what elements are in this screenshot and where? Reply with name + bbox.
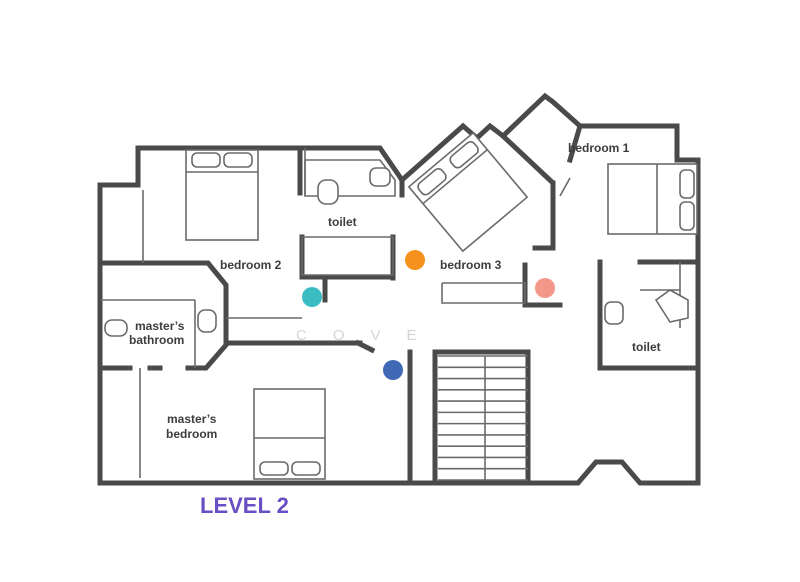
bed-bedroom-1 bbox=[607, 163, 698, 235]
marker-orange[interactable] bbox=[405, 250, 425, 270]
bed-bedroom-3 bbox=[407, 131, 529, 253]
room-label-masters-bathroom-line2: bathroom bbox=[129, 333, 184, 347]
room-label-masters-bedroom-line1: master’s bbox=[167, 412, 217, 426]
marker-blue[interactable] bbox=[383, 360, 403, 380]
level-label: LEVEL 2 bbox=[200, 493, 289, 518]
room-label-bedroom-1: bedroom 1 bbox=[568, 141, 630, 155]
staircase bbox=[438, 355, 528, 481]
room-label-toilet-2: toilet bbox=[632, 340, 661, 354]
room-label-toilet-1: toilet bbox=[328, 215, 357, 229]
bed-bedroom-2 bbox=[185, 149, 259, 241]
watermark: COVE bbox=[296, 327, 443, 344]
sink-bathroom bbox=[104, 309, 217, 337]
marker-salmon[interactable] bbox=[535, 278, 555, 298]
toilet-fixture-2 bbox=[604, 289, 689, 325]
room-label-masters-bathroom-line1: master’s bbox=[135, 319, 185, 333]
room-label-masters-bedroom-line2: bedroom bbox=[166, 427, 217, 441]
bed-master-bedroom bbox=[253, 388, 326, 480]
marker-teal[interactable] bbox=[302, 287, 322, 307]
room-label-bedroom-2: bedroom 2 bbox=[220, 258, 282, 272]
toilet-fixture-1 bbox=[304, 159, 396, 205]
room-label-bedroom-3: bedroom 3 bbox=[440, 258, 502, 272]
